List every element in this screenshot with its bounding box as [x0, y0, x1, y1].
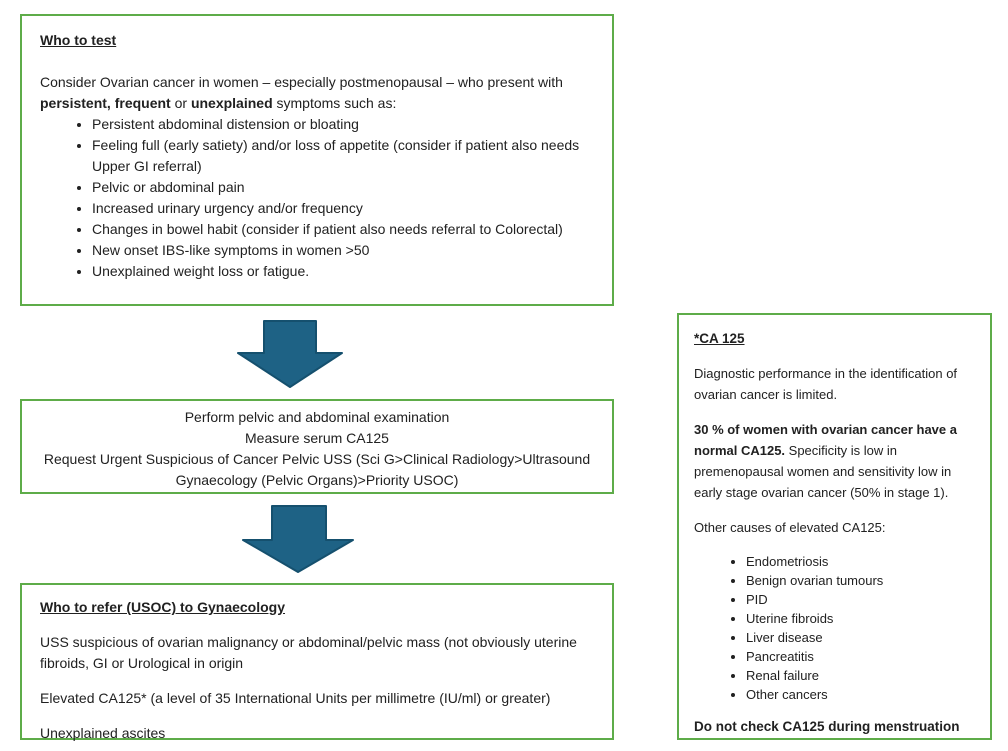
action-line: Measure serum CA125 — [245, 430, 389, 446]
ca125-other-causes-heading: Other causes of elevated CA125: — [694, 520, 886, 535]
intro-text: or — [170, 95, 191, 111]
bullet-item: Renal failure — [746, 666, 975, 685]
symptom-bullet-list: Persistent abdominal distension or bloat… — [40, 114, 594, 282]
ca125-bold-statistic: 30 % of women with ovarian cancer have a… — [694, 422, 957, 458]
intro-bold-persistent: persistent, — [40, 95, 111, 111]
bullet-item: Liver disease — [746, 628, 975, 647]
ca125-note-box: *CA 125 Diagnostic performance in the id… — [677, 313, 992, 740]
refer-criterion: Elevated CA125* (a level of 35 Internati… — [40, 690, 551, 706]
bullet-item: Increased urinary urgency and/or frequen… — [92, 198, 594, 219]
bullet-item: Pancreatitis — [746, 647, 975, 666]
bullet-item: Changes in bowel habit (consider if pati… — [92, 219, 594, 240]
intro-bold-frequent: frequent — [114, 95, 171, 111]
bullet-item: Feeling full (early satiety) and/or loss… — [92, 135, 594, 177]
who-to-test-intro: Consider Ovarian cancer in women – espec… — [40, 72, 594, 114]
bullet-item: Other cancers — [746, 685, 975, 704]
bullet-item: Endometriosis — [746, 552, 975, 571]
intro-text: symptoms such as: — [272, 95, 397, 111]
down-arrow-icon — [242, 505, 354, 573]
ca125-sensitivity-detail: Specificity is low in premenopausal wome… — [694, 443, 952, 500]
action-line: Perform pelvic and abdominal examination — [184, 409, 450, 425]
ca125-sensitivity-text: 30 % of women with ovarian cancer have a… — [694, 419, 975, 503]
ca125-performance-text: Diagnostic performance in the identifica… — [694, 366, 958, 402]
bullet-item: Unexplained weight loss or fatigue. — [92, 261, 594, 282]
intro-bold-unexplained: unexplained — [190, 95, 273, 111]
refer-criterion: USS suspicious of ovarian malignancy or … — [40, 634, 577, 671]
bullet-item: Pelvic or abdominal pain — [92, 177, 594, 198]
bullet-item: Benign ovarian tumours — [746, 571, 975, 590]
bullet-item: Persistent abdominal distension or bloat… — [92, 114, 594, 135]
bullet-item: New onset IBS-like symptoms in women >50 — [92, 240, 594, 261]
who-to-refer-box: Who to refer (USOC) to Gynaecology USS s… — [20, 583, 614, 741]
who-to-refer-title: Who to refer (USOC) to Gynaecology — [40, 599, 286, 615]
bullet-item: Uterine fibroids — [746, 609, 975, 628]
examination-actions-box: Perform pelvic and abdominal examination… — [20, 399, 614, 494]
action-line: Request Urgent Suspicious of Cancer Pelv… — [43, 451, 591, 488]
intro-text: Consider Ovarian cancer in women – espec… — [40, 74, 563, 90]
refer-criterion: Unexplained ascites — [40, 725, 166, 741]
ca125-note-title: *CA 125 — [694, 331, 745, 346]
ca125-menstruation-warning: Do not check CA125 during menstruation — [694, 719, 960, 734]
who-to-test-box: Who to test Consider Ovarian cancer in w… — [20, 14, 614, 306]
elevated-ca125-causes-list: Endometriosis Benign ovarian tumours PID… — [694, 552, 975, 704]
down-arrow-icon — [237, 320, 343, 388]
who-to-test-title: Who to test — [40, 32, 117, 48]
bullet-item: PID — [746, 590, 975, 609]
